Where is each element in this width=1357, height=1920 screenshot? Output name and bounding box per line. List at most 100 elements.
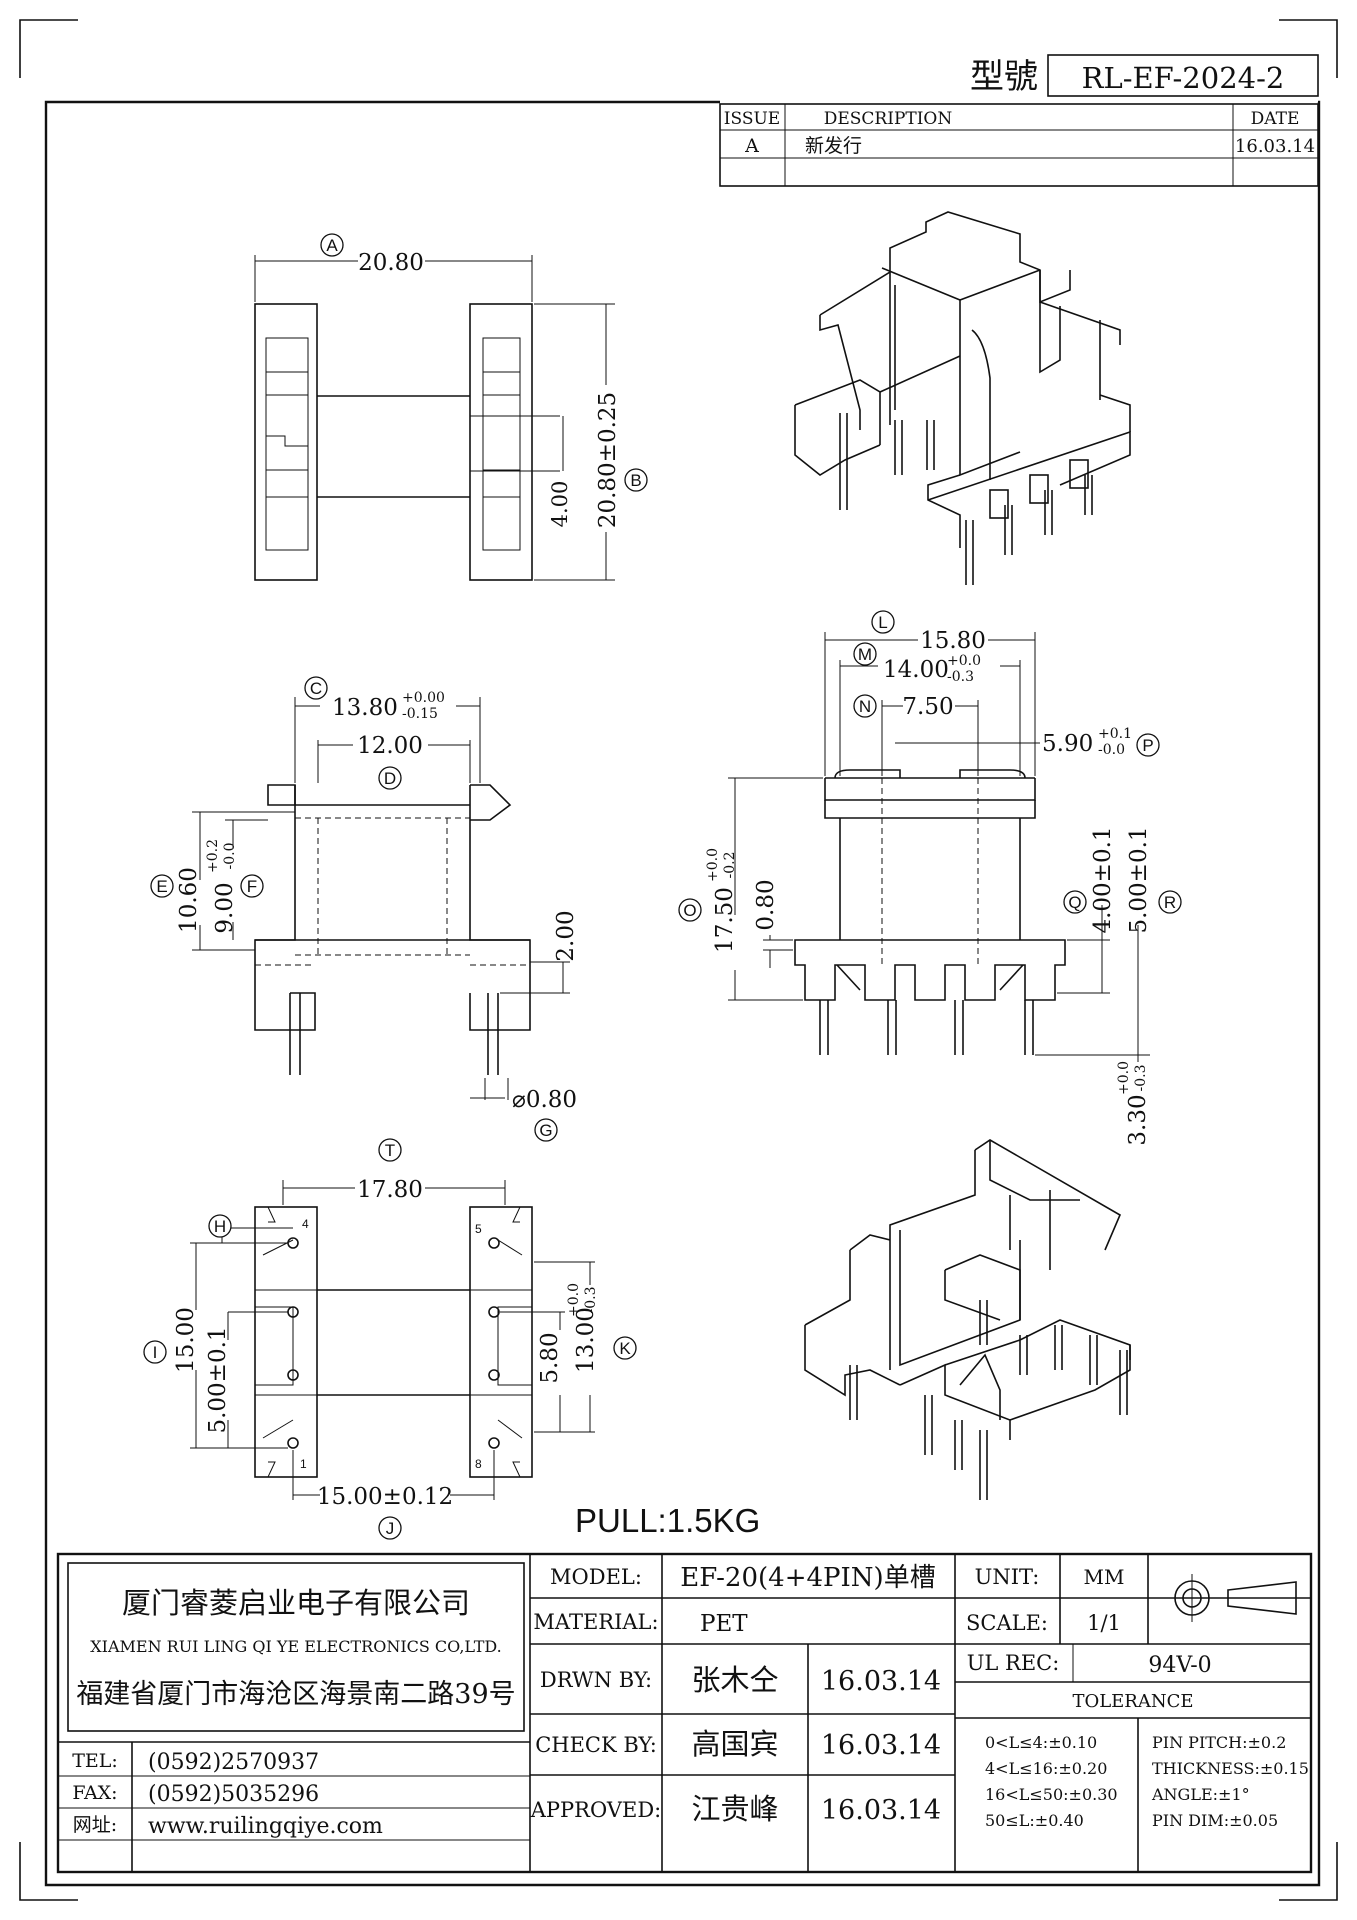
dim-J-value: 15.00±0.12: [317, 1484, 453, 1510]
dim-O-value: 17.50: [712, 887, 738, 953]
approved-name: 江贵峰: [691, 1792, 778, 1826]
pin-number-5: 5: [475, 1222, 482, 1236]
dim-K-letter: K: [619, 1339, 631, 1358]
dim-G-value: ⌀0.80: [512, 1087, 577, 1113]
dim-M-letter: M: [858, 645, 872, 664]
model-field-value: EF-20(4+4PIN)单槽: [680, 1563, 935, 1593]
dim-D-letter: D: [384, 769, 396, 788]
dim-F-tol-plus: +0.2: [205, 839, 221, 873]
drawing-border: [44, 100, 1321, 1887]
projection-symbol-icon: [1168, 1574, 1297, 1622]
approved-date: 16.03.14: [821, 1795, 941, 1826]
dim-C-letter: C: [310, 679, 322, 698]
dim-H-letter: H: [214, 1217, 226, 1236]
dim-P-tol-minus: -0.0: [1098, 742, 1125, 758]
web-value: www.ruilingqiye.com: [148, 1814, 383, 1839]
dim-N-letter: N: [859, 697, 871, 716]
dim-T-marker: [378, 1138, 402, 1162]
dim-R-marker: [1158, 890, 1182, 914]
tel-label: TEL:: [72, 1750, 118, 1772]
rev-col-issue: ISSUE: [724, 109, 780, 129]
drawn-by-label: DRWN BY:: [540, 1668, 652, 1692]
dim-E-letter: E: [156, 877, 167, 896]
dim-M-value: 14.00: [883, 657, 949, 683]
dim-F-tol-minus: -0.0: [222, 843, 238, 870]
dim-C-tol-minus: -0.15: [402, 706, 438, 722]
top-view: [254, 255, 615, 581]
model-field-label: MODEL:: [550, 1565, 642, 1589]
dim-pin-len-tol-plus: +0.0: [1116, 1061, 1132, 1095]
pull-force-label: PULL:1.5KG: [575, 1502, 760, 1539]
bottom-view: [190, 1180, 595, 1500]
drawn-by-name: 张木仝: [691, 1663, 778, 1697]
model-number: RL-EF-2024-2: [1082, 61, 1285, 95]
side-view: [728, 632, 1150, 1062]
dim-A-marker: [320, 233, 344, 257]
model-label: 型號: [970, 57, 1038, 97]
pin-number-4: 4: [302, 1217, 309, 1231]
iso-view-top: [794, 211, 1131, 585]
dim-R-letter: R: [1164, 893, 1176, 912]
dim-I-value: 15.00: [173, 1307, 199, 1373]
dim-K-inner-value: 5.80: [537, 1332, 563, 1383]
unit-label: UNIT:: [975, 1565, 1040, 1589]
scale-value: 1/1: [1087, 1611, 1121, 1635]
dim-M-tol-minus: -0.3: [947, 669, 974, 685]
check-by-label: CHECK BY:: [535, 1733, 657, 1757]
rev-description: 新发行: [805, 135, 862, 157]
tolerance-range-4: 50≤L:±0.40: [985, 1811, 1084, 1830]
dim-O-marker: [678, 898, 702, 922]
revision-table: ISSUE DESCRIPTION DATE A 新发行 16.03.14: [719, 103, 1319, 187]
dim-I-pitch-value: 5.00±0.1: [205, 1326, 231, 1433]
dim-P-tol-plus: +0.1: [1098, 726, 1132, 742]
web-label: 网址:: [73, 1814, 117, 1836]
rev-date: 16.03.14: [1235, 136, 1315, 157]
check-by-name: 高国宾: [691, 1727, 778, 1761]
dim-P-marker: [1136, 733, 1160, 757]
dim-P-letter: P: [1142, 736, 1153, 755]
dim-G-letter: G: [539, 1121, 552, 1140]
company-name-en: XIAMEN RUI LING QI YE ELECTRONICS CO,LTD…: [90, 1637, 502, 1656]
dim-I-letter: I: [153, 1343, 158, 1362]
dim-B-letter: B: [630, 471, 641, 490]
dim-H-marker: [208, 1214, 232, 1238]
dim-O-tol-minus: -0.2: [722, 852, 738, 879]
dim-J-letter: J: [386, 1519, 395, 1538]
pin-number-8: 8: [475, 1457, 482, 1471]
company-name-cn: 厦门睿菱启业电子有限公司: [122, 1586, 470, 1620]
unit-value: MM: [1084, 1565, 1125, 1589]
fax-label: FAX:: [72, 1782, 117, 1804]
drawn-by-date: 16.03.14: [821, 1666, 941, 1697]
dim-pin-len-tol-minus: -0.3: [1133, 1065, 1149, 1092]
tolerance-pin-pitch: PIN PITCH:±0.2: [1152, 1733, 1286, 1752]
tel-value: (0592)2570937: [148, 1750, 319, 1775]
tolerance-thickness: THICKNESS:±0.15: [1152, 1759, 1309, 1778]
check-by-date: 16.03.14: [821, 1730, 941, 1761]
dim-F-value: 9.00: [212, 882, 238, 933]
dim-T-value: 17.80: [357, 1177, 423, 1203]
rev-issue: A: [744, 135, 759, 157]
iso-view-bottom: [804, 1139, 1131, 1500]
dim-D-value: 12.00: [357, 733, 423, 759]
dim-A-value: 20.80: [358, 250, 424, 276]
dim-B-inner-value: 4.00: [548, 481, 572, 528]
title-block: [56, 1552, 1313, 1874]
dim-pin-offset-value: 2.00: [553, 910, 579, 961]
dim-E-marker: [150, 874, 174, 898]
dim-R-value: 5.00±0.1: [1126, 826, 1152, 933]
dim-B-marker: [624, 468, 648, 492]
material-value: PET: [700, 1611, 748, 1637]
dim-K-tol-plus: +0.0: [566, 1283, 582, 1317]
fax-value: (0592)5035296: [148, 1782, 319, 1807]
approved-label: APPROVED:: [530, 1798, 662, 1822]
dim-D-marker: [378, 766, 402, 790]
rev-col-date: DATE: [1251, 109, 1300, 129]
dim-G-marker: [534, 1118, 558, 1142]
dim-pin-len-value: 3.30: [1125, 1094, 1151, 1145]
dim-Q-value: 4.00±0.1: [1090, 826, 1116, 933]
rev-col-description: DESCRIPTION: [824, 109, 953, 129]
model-number-header: 型號 RL-EF-2024-2: [970, 54, 1319, 97]
dim-B-value: 20.80±0.25: [595, 392, 621, 528]
dim-K-value: 13.00: [573, 1307, 599, 1373]
dim-C-marker: [304, 676, 328, 700]
